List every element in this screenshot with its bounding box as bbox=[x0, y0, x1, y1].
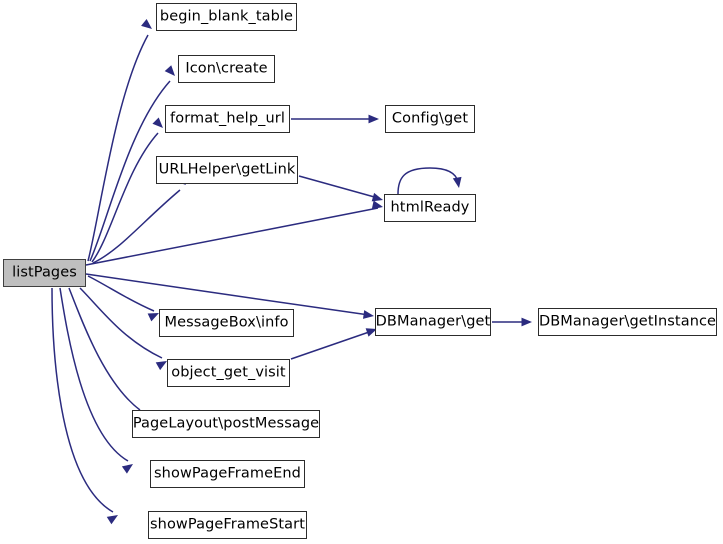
arrowhead-listPages-to-Icon_create bbox=[164, 65, 175, 76]
graph-node-label: DBManager\get bbox=[375, 313, 491, 330]
graph-node-showPageFrameStart[interactable]: showPageFrameStart bbox=[148, 511, 307, 539]
edge-listPages-to-DBManager_get bbox=[85, 273, 370, 316]
graph-node-URLHelper_getLink[interactable]: URLHelper\getLink bbox=[156, 156, 298, 184]
edge-listPages-to-format_help_url bbox=[91, 132, 159, 263]
arrowhead-listPages-to-showPageFrameEnd bbox=[121, 464, 133, 474]
arrowhead-listPages-to-object_get_visit bbox=[155, 361, 167, 371]
graph-node-PageLayout_postMessage[interactable]: PageLayout\postMessage bbox=[132, 410, 320, 438]
graph-node-label: Icon\create bbox=[185, 60, 268, 77]
graph-node-htmlReady[interactable]: htmlReady bbox=[384, 194, 476, 222]
edge-htmlReady-to-htmlReady bbox=[397, 167, 459, 195]
graph-node-MessageBox_info[interactable]: MessageBox\info bbox=[159, 309, 294, 337]
graph-node-format_help_url[interactable]: format_help_url bbox=[165, 105, 290, 133]
graph-node-label: URLHelper\getLink bbox=[158, 161, 296, 178]
edge-URLHelper_getLink-to-htmlReady bbox=[298, 175, 379, 199]
graph-node-label: showPageFrameStart bbox=[150, 516, 305, 533]
graph-node-listPages[interactable]: listPages bbox=[3, 259, 86, 287]
edge-listPages-to-Icon_create bbox=[89, 80, 171, 262]
arrowhead-listPages-to-htmlReady bbox=[371, 200, 383, 210]
arrowhead-DBManager_get-to-DBManager_getInstance bbox=[521, 317, 532, 327]
arrowhead-listPages-to-begin_blank_table bbox=[141, 18, 152, 29]
edge-listPages-to-PageLayout_postMessage bbox=[68, 287, 141, 411]
graph-node-label: Config\get bbox=[391, 110, 469, 127]
arrowhead-object_get_visit-to-DBManager_get bbox=[365, 328, 377, 337]
edge-listPages-to-showPageFrameStart bbox=[51, 287, 114, 513]
graph-node-object_get_visit[interactable]: object_get_visit bbox=[167, 359, 290, 387]
edge-listPages-to-object_get_visit bbox=[79, 287, 163, 359]
edge-listPages-to-begin_blank_table bbox=[87, 34, 149, 262]
edge-listPages-to-URLHelper_getLink bbox=[92, 189, 181, 264]
arrowhead-URLHelper_getLink-to-htmlReady bbox=[371, 192, 383, 202]
arrowhead-listPages-to-format_help_url bbox=[152, 117, 163, 128]
graph-node-label: format_help_url bbox=[170, 110, 285, 127]
graph-node-Config_get[interactable]: Config\get bbox=[385, 105, 475, 133]
graph-node-label: PageLayout\postMessage bbox=[132, 415, 320, 432]
graph-node-Icon_create[interactable]: Icon\create bbox=[178, 55, 275, 83]
arrowhead-listPages-to-showPageFrameStart bbox=[106, 515, 118, 525]
graph-node-label: object_get_visit bbox=[171, 364, 286, 381]
graph-node-begin_blank_table[interactable]: begin_blank_table bbox=[156, 3, 297, 31]
edge-listPages-to-htmlReady bbox=[85, 207, 379, 266]
arrowhead-htmlReady-to-htmlReady bbox=[452, 176, 462, 188]
graph-node-label: listPages bbox=[12, 264, 77, 281]
arrowhead-listPages-to-MessageBox_info bbox=[147, 313, 159, 322]
graph-node-label: showPageFrameEnd bbox=[154, 465, 301, 482]
graph-node-label: htmlReady bbox=[390, 199, 470, 216]
arrowhead-listPages-to-DBManager_get bbox=[362, 310, 374, 319]
edge-listPages-to-MessageBox_info bbox=[87, 275, 155, 312]
edge-listPages-to-showPageFrameEnd bbox=[59, 287, 129, 462]
graph-node-showPageFrameEnd[interactable]: showPageFrameEnd bbox=[150, 460, 305, 488]
graph-node-label: begin_blank_table bbox=[159, 8, 294, 25]
graph-node-DBManager_get[interactable]: DBManager\get bbox=[375, 308, 491, 336]
graph-node-DBManager_getInstance[interactable]: DBManager\getInstance bbox=[538, 308, 717, 336]
arrowhead-format_help_url-to-Config_get bbox=[368, 114, 379, 124]
edge-object_get_visit-to-DBManager_get bbox=[290, 330, 373, 360]
graph-node-label: MessageBox\info bbox=[164, 314, 289, 331]
graph-node-label: DBManager\getInstance bbox=[538, 313, 717, 330]
